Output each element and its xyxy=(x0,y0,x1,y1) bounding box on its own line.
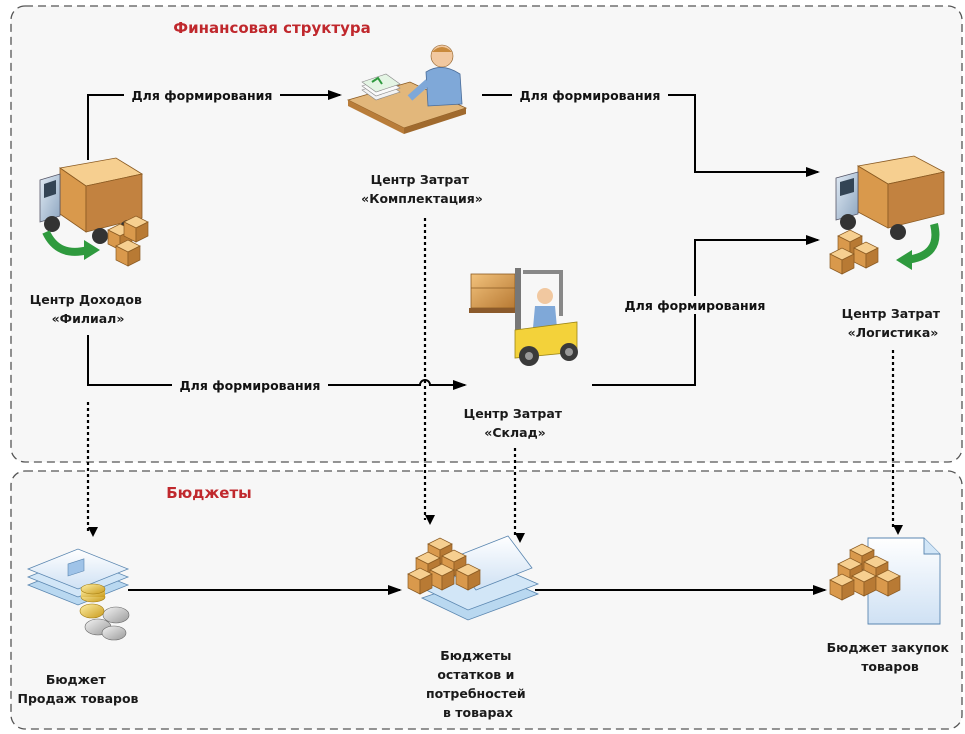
finance-section-frame xyxy=(10,5,963,463)
purchase-budget-icon xyxy=(829,537,941,625)
node-logistics-label: Центр Затрат «Логистика» xyxy=(842,306,945,340)
node-branch-label: Центр Доходов «Филиал» xyxy=(30,292,147,326)
sales-budget-icon xyxy=(26,548,130,641)
forklift-icon xyxy=(469,268,578,366)
budgets-section-title: Бюджеты xyxy=(166,484,252,502)
edge-label-branch-warehouse: Для формирования xyxy=(180,378,321,393)
finance-section-title: Финансовая структура xyxy=(173,19,371,37)
node-warehouse-label: Центр Затрат «Склад» xyxy=(464,406,567,440)
edge-label-picking-logistics: Для формирования xyxy=(520,88,661,103)
stock-budget-icon xyxy=(407,535,540,621)
office-worker-icon xyxy=(346,44,468,134)
budget-sales-label: Бюджет Продаж товаров xyxy=(18,672,139,706)
delivery-truck-icon xyxy=(829,155,946,275)
budget-stock-label: Бюджеты остатков и потребностей в товара… xyxy=(426,648,530,720)
truck-icon xyxy=(39,157,149,267)
node-picking-label: Центр Затрат «Комплектация» xyxy=(361,172,483,206)
edge-label-branch-picking: Для формирования xyxy=(132,88,273,103)
edge-label-warehouse-logistics: Для формирования xyxy=(625,298,766,313)
budget-purchase-label: Бюджет закупок товаров xyxy=(827,640,954,674)
